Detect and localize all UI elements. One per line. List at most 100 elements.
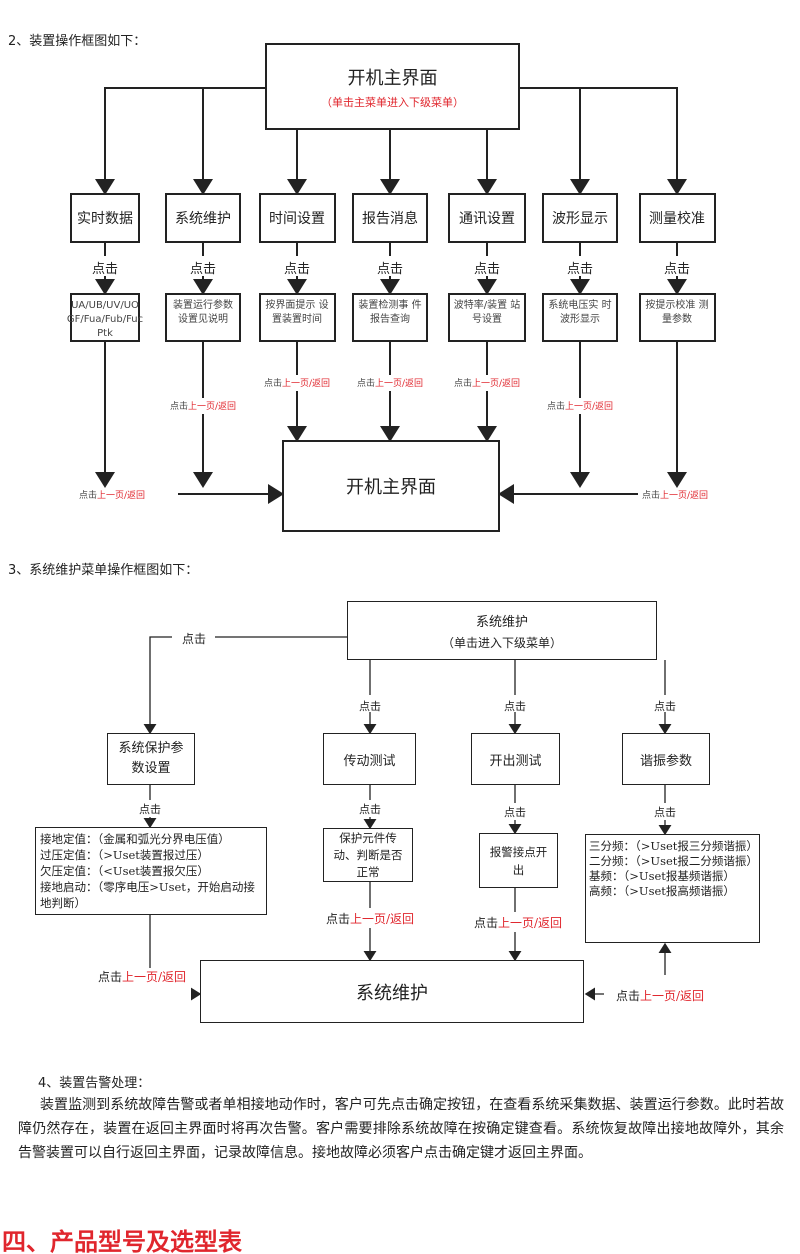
- detail-line: 过压定值：（>Uset装置报过压）: [40, 848, 209, 862]
- return-link[interactable]: 上一页/返回: [374, 379, 424, 389]
- menu-drive-test[interactable]: 传动测试: [323, 733, 416, 785]
- return-prefix: 点击: [169, 402, 188, 412]
- detail-line: 接地启动：（零序电压>Uset，开始启动接地判断）: [40, 880, 255, 910]
- detail-text: 报警接点开出: [489, 844, 548, 877]
- sysmaint-title: 系统维护: [475, 614, 528, 630]
- main-screen-bottom-title: 开机主界面: [346, 477, 436, 498]
- return-label[interactable]: 点击上一页/返回: [454, 376, 520, 389]
- menu-box[interactable]: 时间设置: [258, 193, 336, 243]
- detail-text: 波特率/装置 站号设置: [453, 300, 521, 325]
- click-label: 点击: [359, 803, 381, 816]
- detail-text: 装置运行参数 设置见说明: [173, 300, 233, 325]
- return-link[interactable]: 上一页/返回: [187, 402, 237, 412]
- main-screen-bottom-box: 开机主界面: [282, 440, 500, 532]
- click-label: 点击: [91, 262, 119, 277]
- click-label: 点击: [283, 262, 311, 277]
- menu-resonance-params[interactable]: 谐振参数: [622, 733, 710, 785]
- menu-box[interactable]: 测量校准: [638, 193, 716, 243]
- system-maintenance-bottom-box: 系统维护: [200, 960, 584, 1023]
- detail-box: 波特率/装置 站号设置: [448, 293, 526, 342]
- return-link[interactable]: 上一页/返回: [497, 916, 563, 930]
- detail-line: 三分频：（>Uset报三分频谐振）: [589, 839, 758, 853]
- menu-label: 谐振参数: [639, 753, 692, 769]
- section4-heading: 4、装置告警处理：: [38, 1076, 151, 1091]
- menu-box[interactable]: 波形显示: [542, 193, 618, 243]
- menu-label: 时间设置: [269, 211, 325, 227]
- menu-label: 实时数据: [77, 211, 133, 227]
- menu-protection-params[interactable]: 系统保护参数设置: [107, 733, 195, 785]
- product-model-heading: 四、产品型号及选型表: [2, 1228, 242, 1254]
- click-label: 点击: [359, 700, 381, 713]
- return-label[interactable]: 点击上一页/返回: [357, 376, 423, 389]
- return-label[interactable]: 点击上一页/返回: [264, 376, 330, 389]
- click-label: 点击: [654, 806, 676, 819]
- click-label: 点击: [181, 632, 207, 646]
- section2-heading: 2、装置操作框图如下：: [8, 34, 147, 49]
- return-link[interactable]: 上一页/返回: [471, 379, 521, 389]
- menu-label: 报告消息: [362, 211, 418, 227]
- return-label[interactable]: 点击上一页/返回: [170, 399, 236, 412]
- return-label[interactable]: 点击上一页/返回: [616, 987, 704, 1004]
- detail-line: 高频：（>Uset报高频谐振）: [589, 884, 735, 898]
- menu-label: 波形显示: [552, 211, 608, 227]
- detail-box: UA/UB/UV/UO GF/Fua/Fub/Fuc Ptk: [66, 293, 144, 342]
- return-prefix: 点击: [641, 491, 660, 501]
- return-link[interactable]: 上一页/返回: [121, 970, 187, 984]
- return-prefix: 点击: [78, 491, 97, 501]
- menu-box[interactable]: 实时数据: [70, 193, 140, 243]
- menu-output-test[interactable]: 开出测试: [471, 733, 560, 785]
- detail-box: 系统电压实 时波形显示: [542, 293, 618, 342]
- return-link[interactable]: 上一页/返回: [281, 379, 331, 389]
- sysmaint-bottom-title: 系统维护: [356, 982, 428, 1004]
- detail-text: UA/UB/UV/UO GF/Fua/Fub/Fuc Ptk: [66, 300, 144, 339]
- click-label: 点击: [139, 803, 161, 816]
- resonance-params-detail: 三分频：（>Uset报三分频谐振） 二分频：（>Uset报二分频谐振） 基频：（…: [585, 834, 760, 943]
- detail-text: 系统电压实 时波形显示: [548, 300, 612, 325]
- drive-test-detail: 保护元件传动、判断是否正常: [323, 828, 413, 882]
- return-link[interactable]: 上一页/返回: [96, 491, 146, 501]
- main-screen-top-box: 开机主界面 （单击主菜单进入下级菜单）: [265, 43, 520, 130]
- return-label[interactable]: 点击上一页/返回: [79, 488, 145, 501]
- detail-text: 按提示校准 测量参数: [645, 300, 709, 325]
- main-screen-subtitle: （单击主菜单进入下级菜单）: [321, 95, 464, 109]
- return-link[interactable]: 上一页/返回: [639, 989, 705, 1003]
- detail-text: 保护元件传动、判断是否正常: [333, 830, 403, 879]
- return-prefix: 点击: [325, 912, 350, 926]
- menu-box[interactable]: 通讯设置: [448, 193, 526, 243]
- sysmaint-subtitle: （单击进入下级菜单）: [441, 635, 562, 650]
- detail-box: 按提示校准 测量参数: [638, 293, 716, 342]
- return-prefix: 点击: [263, 379, 282, 389]
- click-label: 点击: [654, 700, 676, 713]
- detail-box: 装置运行参数 设置见说明: [165, 293, 241, 342]
- alarm-handling-paragraph: 装置监测到系统故障告警或者单相接地动作时，客户可先点击确定按钮，在查看系统采集数…: [18, 1097, 784, 1161]
- protection-params-detail: 接地定值：（金属和弧光分界电压值） 过压定值：（>Uset装置报过压） 欠压定值…: [35, 827, 267, 915]
- return-prefix: 点击: [97, 970, 122, 984]
- return-label[interactable]: 点击上一页/返回: [474, 914, 562, 931]
- main-screen-title: 开机主界面: [347, 67, 438, 89]
- click-label: 点击: [504, 806, 526, 819]
- menu-label: 开出测试: [489, 753, 542, 769]
- return-prefix: 点击: [473, 916, 498, 930]
- detail-line: 基频：（>Uset报基频谐振）: [589, 869, 735, 883]
- detail-text: 按界面提示 设置装置时间: [265, 300, 329, 325]
- detail-box: 按界面提示 设置装置时间: [258, 293, 336, 342]
- output-test-detail: 报警接点开出: [479, 833, 558, 888]
- return-label[interactable]: 点击上一页/返回: [547, 399, 613, 412]
- menu-label: 传动测试: [343, 753, 396, 769]
- menu-label: 测量校准: [649, 211, 705, 227]
- return-link[interactable]: 上一页/返回: [564, 402, 614, 412]
- menu-box[interactable]: 系统维护: [165, 193, 241, 243]
- click-label: 点击: [376, 262, 404, 277]
- return-link[interactable]: 上一页/返回: [349, 912, 415, 926]
- click-label: 点击: [504, 700, 526, 713]
- detail-line: 接地定值：（金属和弧光分界电压值）: [40, 832, 230, 846]
- menu-box[interactable]: 报告消息: [352, 193, 428, 243]
- return-prefix: 点击: [356, 379, 375, 389]
- return-label[interactable]: 点击上一页/返回: [326, 910, 414, 927]
- system-maintenance-top-box: 系统维护 （单击进入下级菜单）: [347, 601, 657, 660]
- return-label[interactable]: 点击上一页/返回: [642, 488, 708, 501]
- return-label[interactable]: 点击上一页/返回: [98, 968, 186, 985]
- return-link[interactable]: 上一页/返回: [659, 491, 709, 501]
